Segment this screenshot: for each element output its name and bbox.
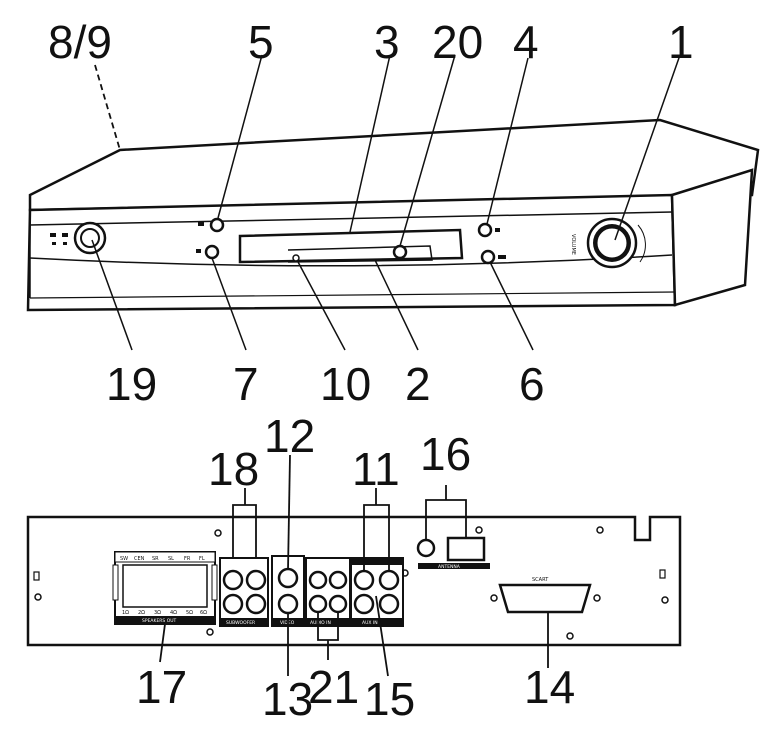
- unit-side-face: [670, 168, 754, 307]
- leader-19: [91, 239, 133, 351]
- scart-label: SCART: [532, 577, 549, 583]
- leader-20: [399, 54, 456, 247]
- front-unit: VOLUME: [26, 118, 760, 312]
- button-7: [204, 244, 220, 260]
- svg-text:SW: SW: [120, 556, 128, 562]
- rear-callouts: 18 12 11 16 17 13 21 15 14: [136, 410, 575, 725]
- audio-in-jacks: AUDIO IN: [305, 557, 351, 627]
- callout-11: 11: [352, 443, 400, 495]
- callout-18: 18: [208, 443, 259, 495]
- speaker-top-labels: SW CEN SR SL FR FL: [120, 556, 205, 562]
- svg-text:FL: FL: [199, 556, 205, 562]
- audio-in-label: AUDIO IN: [310, 620, 331, 626]
- button-6: [480, 249, 496, 265]
- callout-2: 2: [405, 358, 431, 410]
- front-callouts: 8/9 5 3 20 4 1 19 7 10 2 6: [48, 16, 694, 410]
- svg-text:1Ω: 1Ω: [122, 610, 129, 616]
- sensor-20: [392, 244, 408, 260]
- antenna-connectors: ANTENNA: [416, 536, 490, 570]
- svg-text:2Ω: 2Ω: [138, 610, 145, 616]
- callout-1: 1: [668, 16, 694, 68]
- svg-text:SR: SR: [152, 556, 159, 562]
- callout-13: 13: [262, 673, 313, 725]
- callout-17: 17: [136, 661, 187, 713]
- leader-15: [375, 595, 389, 677]
- svg-text:4Ω: 4Ω: [170, 610, 177, 616]
- bracket-16: [425, 485, 467, 540]
- svg-text:6Ω: 6Ω: [200, 610, 207, 616]
- display-window: [238, 228, 464, 264]
- speaker-terminal-block: SW CEN SR SL FR FL 1Ω 2Ω 3Ω 4Ω 5Ω 6Ω SPE…: [112, 551, 218, 625]
- callout-21: 21: [308, 661, 359, 713]
- aux-label: AUX IN: [362, 620, 378, 626]
- svg-text:SL: SL: [168, 556, 174, 562]
- callout-6: 6: [519, 358, 545, 410]
- power-button: [73, 221, 107, 255]
- leader-3: [349, 54, 391, 233]
- svg-text:3Ω: 3Ω: [154, 610, 161, 616]
- bracket-21: [317, 612, 339, 660]
- leader-7: [211, 257, 247, 351]
- leader-1: [614, 54, 681, 241]
- aux-jacks: AUX IN: [350, 557, 404, 627]
- svg-text:FR: FR: [184, 556, 191, 562]
- rear-panel: SW CEN SR SL FR FL 1Ω 2Ω 3Ω 4Ω 5Ω 6Ω SPE…: [26, 515, 682, 647]
- callout-10: 10: [320, 358, 371, 410]
- leader-6: [489, 261, 534, 351]
- power-mini-icons: [50, 233, 68, 245]
- speaker-out-label: SPEAKERS OUT: [142, 618, 177, 624]
- scart-connector: SCART: [490, 577, 601, 614]
- volume-knob: [586, 217, 646, 269]
- callout-5: 5: [248, 16, 274, 68]
- svg-text:CEN: CEN: [134, 556, 145, 562]
- leader-17: [159, 623, 166, 663]
- bracket-18: [232, 488, 257, 558]
- speaker-bottom-labels: 1Ω 2Ω 3Ω 4Ω 5Ω 6Ω: [122, 610, 207, 616]
- button-5: [209, 217, 225, 233]
- callout-3: 3: [374, 16, 400, 68]
- leader-8-9: [94, 64, 121, 151]
- leader-2: [374, 259, 419, 351]
- volume-label: VOLUME: [570, 234, 576, 255]
- antenna-label: ANTENNA: [438, 564, 461, 570]
- callout-20: 20: [432, 16, 483, 68]
- indicator-led: [292, 254, 300, 262]
- callout-8-9: 8/9: [48, 16, 112, 68]
- callout-4: 4: [513, 16, 539, 68]
- bracket-11: [363, 488, 390, 571]
- leader-5: [217, 54, 263, 219]
- subwoofer-label: SUBWOOFER: [226, 620, 255, 626]
- callout-12: 12: [264, 410, 315, 462]
- callout-14: 14: [524, 661, 575, 713]
- callout-7: 7: [233, 358, 259, 410]
- leader-4: [486, 57, 529, 225]
- callout-16: 16: [420, 428, 471, 480]
- leader-12: [287, 454, 291, 571]
- button-4: [477, 222, 493, 238]
- subwoofer-jacks: SUBWOOFER: [219, 557, 269, 627]
- callout-15: 15: [364, 673, 415, 725]
- svg-text:5Ω: 5Ω: [186, 610, 193, 616]
- leader-10: [296, 259, 346, 351]
- callout-19: 19: [106, 358, 157, 410]
